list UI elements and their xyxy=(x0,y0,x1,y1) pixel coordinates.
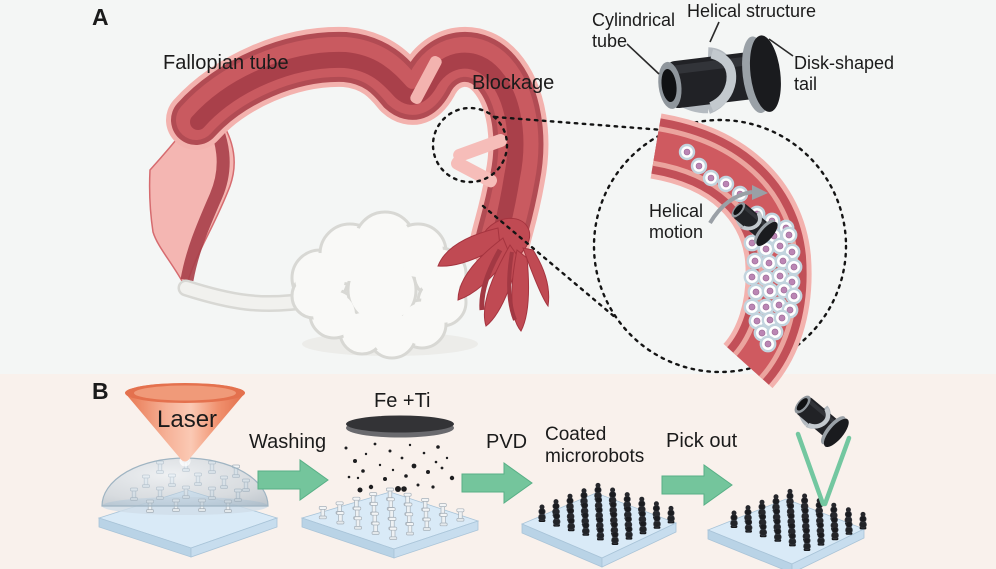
fallopian-tube-label: Fallopian tube xyxy=(163,52,289,74)
fabrication-process xyxy=(97,383,867,569)
tube-fold-band xyxy=(410,55,442,105)
fallopian-tube-illustration xyxy=(148,21,848,389)
panel-a-label: A xyxy=(92,4,109,30)
coated-microrobot-array xyxy=(538,482,675,545)
fe-ti-label: Fe +Ti xyxy=(374,390,431,412)
rotation-arrow xyxy=(708,190,753,225)
disk-shaped-tail-label: Disk-shaped tail xyxy=(794,53,895,95)
inset-circle xyxy=(592,118,848,374)
washed-microrobot-array xyxy=(318,487,465,540)
washing-label: Washing xyxy=(249,431,327,453)
ovary xyxy=(290,210,478,360)
helical-structure-label: Helical structure xyxy=(687,1,817,21)
helical-motion-label: Helical motion xyxy=(649,201,704,243)
final-microrobot-array xyxy=(730,488,867,551)
fimbriae xyxy=(437,217,550,332)
panel-b-label: B xyxy=(92,378,109,404)
sputtered-particles xyxy=(344,442,455,493)
cells-moving xyxy=(678,143,749,203)
coated-microrobots-label: Coated microrobots xyxy=(545,424,645,468)
tweezers xyxy=(795,431,852,507)
sputter-target-disk xyxy=(346,415,454,438)
microrobot-render xyxy=(626,21,794,125)
pvd-arrow xyxy=(461,462,533,504)
blockage-circle xyxy=(431,106,509,184)
picked-microrobot xyxy=(787,388,853,451)
magnifier-callout xyxy=(431,106,848,374)
pick-out-arrow xyxy=(661,464,733,506)
callout-lines xyxy=(626,21,794,75)
inset-tube-segment xyxy=(649,113,812,389)
pick-out-label: Pick out xyxy=(666,430,738,452)
rotation-arrowhead xyxy=(752,185,768,200)
laser-label: Laser xyxy=(157,406,218,433)
cylindrical-tube-label: Cylindrical tube xyxy=(592,10,676,52)
process-arrows xyxy=(257,459,733,506)
substrate-4 xyxy=(706,498,866,569)
pvd-label: PVD xyxy=(486,431,528,453)
laser-cone xyxy=(125,383,245,462)
washing-arrow xyxy=(257,459,329,501)
blockage-label: Blockage xyxy=(472,72,555,94)
